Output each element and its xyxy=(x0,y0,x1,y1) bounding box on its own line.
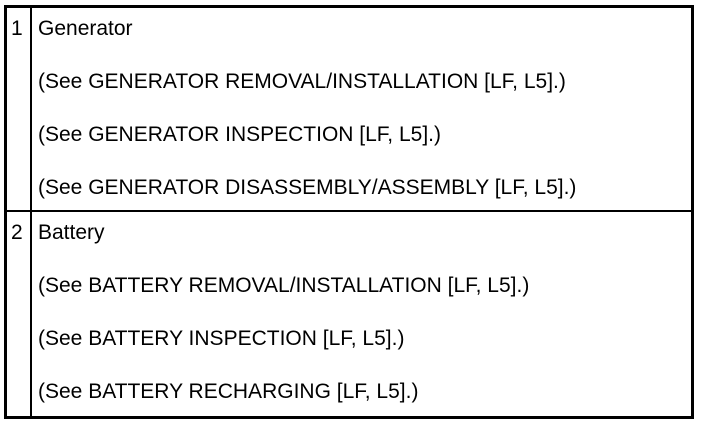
reference-link[interactable]: (See GENERATOR INSPECTION [LF, L5].) xyxy=(38,123,441,146)
table-row: 1 Generator (See GENERATOR REMOVAL/INSTA… xyxy=(7,8,691,212)
reference-link[interactable]: (See GENERATOR REMOVAL/INSTALLATION [LF,… xyxy=(38,70,566,93)
reference-link[interactable]: (See BATTERY INSPECTION [LF, L5].) xyxy=(38,327,405,350)
component-title: Generator xyxy=(38,17,133,40)
reference-link[interactable]: (See BATTERY REMOVAL/INSTALLATION [LF, L… xyxy=(38,274,530,297)
row-number: 2 xyxy=(7,212,32,416)
row-content: Generator (See GENERATOR REMOVAL/INSTALL… xyxy=(32,8,691,210)
row-number: 1 xyxy=(7,8,32,210)
row-content: Battery (See BATTERY REMOVAL/INSTALLATIO… xyxy=(32,212,691,416)
component-title: Battery xyxy=(38,221,105,244)
reference-link[interactable]: (See GENERATOR DISASSEMBLY/ASSEMBLY [LF,… xyxy=(38,176,577,199)
table-row: 2 Battery (See BATTERY REMOVAL/INSTALLAT… xyxy=(7,212,691,416)
component-table: 1 Generator (See GENERATOR REMOVAL/INSTA… xyxy=(4,5,694,419)
reference-link[interactable]: (See BATTERY RECHARGING [LF, L5].) xyxy=(38,380,419,403)
